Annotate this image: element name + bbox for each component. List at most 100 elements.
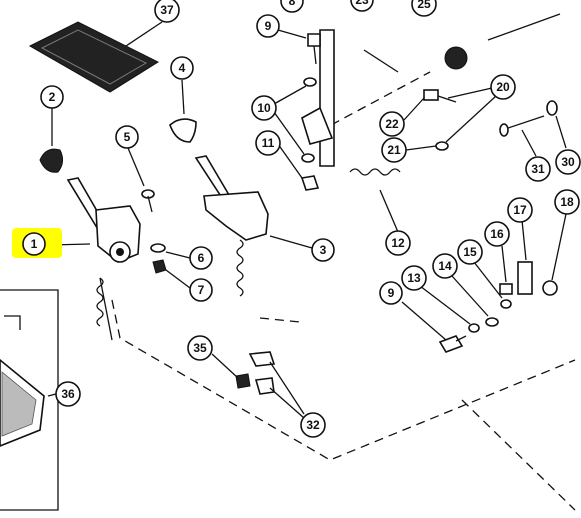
callout-22: 22 bbox=[379, 111, 405, 137]
leader-36 bbox=[47, 393, 57, 397]
callout-35-label: 35 bbox=[193, 341, 207, 355]
part-9-bolt-top bbox=[307, 33, 321, 65]
callout-30-label: 30 bbox=[561, 155, 575, 169]
dashed-assembly-line-bottom bbox=[461, 399, 576, 511]
callout-12-label: 12 bbox=[391, 236, 405, 250]
leader-37 bbox=[125, 21, 163, 47]
part-5-bolt bbox=[141, 189, 155, 213]
part-22-clevis bbox=[423, 89, 457, 103]
callout-23-label: 23 bbox=[355, 0, 369, 7]
leader-18 bbox=[551, 213, 567, 281]
callout-37: 37 bbox=[154, 0, 180, 23]
callout-18: 18 bbox=[554, 189, 580, 215]
leader-4 bbox=[181, 79, 185, 115]
part-3-pedal-bracket bbox=[194, 155, 269, 297]
callout-9-bottom-label: 9 bbox=[388, 286, 395, 300]
callout-20: 20 bbox=[490, 74, 516, 100]
leader-31 bbox=[521, 129, 537, 157]
callout-15-label: 15 bbox=[463, 245, 477, 259]
callout-16: 16 bbox=[484, 221, 510, 247]
callout-32-label: 32 bbox=[306, 418, 320, 432]
part-17-plate bbox=[517, 261, 533, 295]
callout-13: 13 bbox=[401, 265, 427, 291]
callout-9-bottom: 9 bbox=[379, 281, 403, 305]
leader-35 bbox=[211, 353, 239, 379]
callout-23: 23 bbox=[350, 0, 374, 12]
callout-17-label: 17 bbox=[513, 203, 527, 217]
callout-12: 12 bbox=[385, 230, 411, 256]
part-23-link bbox=[363, 49, 399, 73]
callout-4: 4 bbox=[170, 56, 194, 80]
leader-6 bbox=[165, 251, 191, 259]
leader-10a bbox=[273, 85, 307, 105]
callout-4-label: 4 bbox=[179, 61, 186, 75]
callout-37-label: 37 bbox=[160, 3, 174, 17]
part-7-nut bbox=[152, 259, 167, 274]
callout-9-top: 9 bbox=[256, 14, 280, 38]
leader-32b bbox=[269, 387, 305, 419]
callout-30: 30 bbox=[555, 149, 581, 175]
leader-12 bbox=[379, 189, 399, 233]
leader-32a bbox=[269, 361, 305, 415]
callout-7-label: 7 bbox=[198, 283, 205, 297]
leader-16 bbox=[501, 245, 507, 283]
leader-7 bbox=[165, 269, 191, 289]
part-14-washer bbox=[485, 317, 499, 327]
callout-1-label: 1 bbox=[31, 237, 38, 251]
callout-5-label: 5 bbox=[124, 130, 131, 144]
dashed-assembly-line-left bbox=[111, 299, 576, 461]
leader-5 bbox=[127, 147, 145, 187]
leader-11 bbox=[277, 143, 303, 179]
callout-21-label: 21 bbox=[387, 143, 401, 157]
part-10-washer-b bbox=[301, 153, 315, 163]
callout-36-label: 36 bbox=[61, 387, 75, 401]
part-21-nut bbox=[435, 141, 449, 151]
part-4-pedal-cover bbox=[169, 118, 197, 143]
part-31-bolt bbox=[499, 115, 545, 137]
part-25-knob bbox=[444, 46, 468, 70]
part-35-bolt bbox=[235, 373, 251, 389]
callout-31: 31 bbox=[525, 156, 551, 182]
callout-10: 10 bbox=[251, 95, 277, 121]
part-6-washer bbox=[150, 243, 166, 253]
leader-9-top bbox=[277, 29, 307, 39]
callout-6-label: 6 bbox=[198, 251, 205, 265]
callout-11-label: 11 bbox=[262, 136, 275, 150]
callout-22-label: 22 bbox=[385, 117, 399, 131]
callout-6: 6 bbox=[189, 246, 213, 270]
leader-15 bbox=[473, 261, 503, 299]
callout-8-label: 8 bbox=[289, 0, 296, 8]
leader-3 bbox=[269, 235, 313, 249]
leader-13 bbox=[419, 285, 471, 325]
leader-20b bbox=[445, 95, 497, 143]
leader-21 bbox=[405, 145, 437, 151]
callout-21: 21 bbox=[381, 137, 407, 163]
callout-5: 5 bbox=[115, 125, 139, 149]
callout-11: 11 bbox=[255, 130, 281, 156]
callout-10-label: 10 bbox=[257, 101, 271, 115]
leader-17 bbox=[521, 219, 527, 261]
callout-8: 8 bbox=[280, 0, 304, 13]
dashed-assembly-line-right bbox=[317, 71, 431, 133]
callout-35: 35 bbox=[187, 335, 213, 361]
leader-22 bbox=[403, 97, 425, 121]
part-8-linkage-bar bbox=[301, 29, 335, 167]
callout-25-label: 25 bbox=[417, 0, 431, 11]
leader-9-bottom bbox=[401, 301, 447, 341]
part-10-washer-a bbox=[303, 77, 317, 87]
part-top-right-rod bbox=[487, 13, 561, 41]
callout-31-label: 31 bbox=[531, 162, 545, 176]
callout-3-label: 3 bbox=[320, 243, 327, 257]
dashed-assembly-line-mid bbox=[259, 317, 301, 323]
leader-10b bbox=[273, 111, 305, 155]
part-37-pedal-pad bbox=[28, 21, 160, 93]
leader-30 bbox=[555, 115, 567, 149]
leader-14 bbox=[451, 275, 489, 317]
part-30-washer bbox=[546, 100, 558, 116]
callout-16-label: 16 bbox=[490, 227, 504, 241]
callout-36: 36 bbox=[55, 381, 81, 407]
part-11-nut bbox=[300, 175, 320, 191]
callout-3: 3 bbox=[311, 238, 335, 262]
callout-20-label: 20 bbox=[496, 80, 510, 94]
